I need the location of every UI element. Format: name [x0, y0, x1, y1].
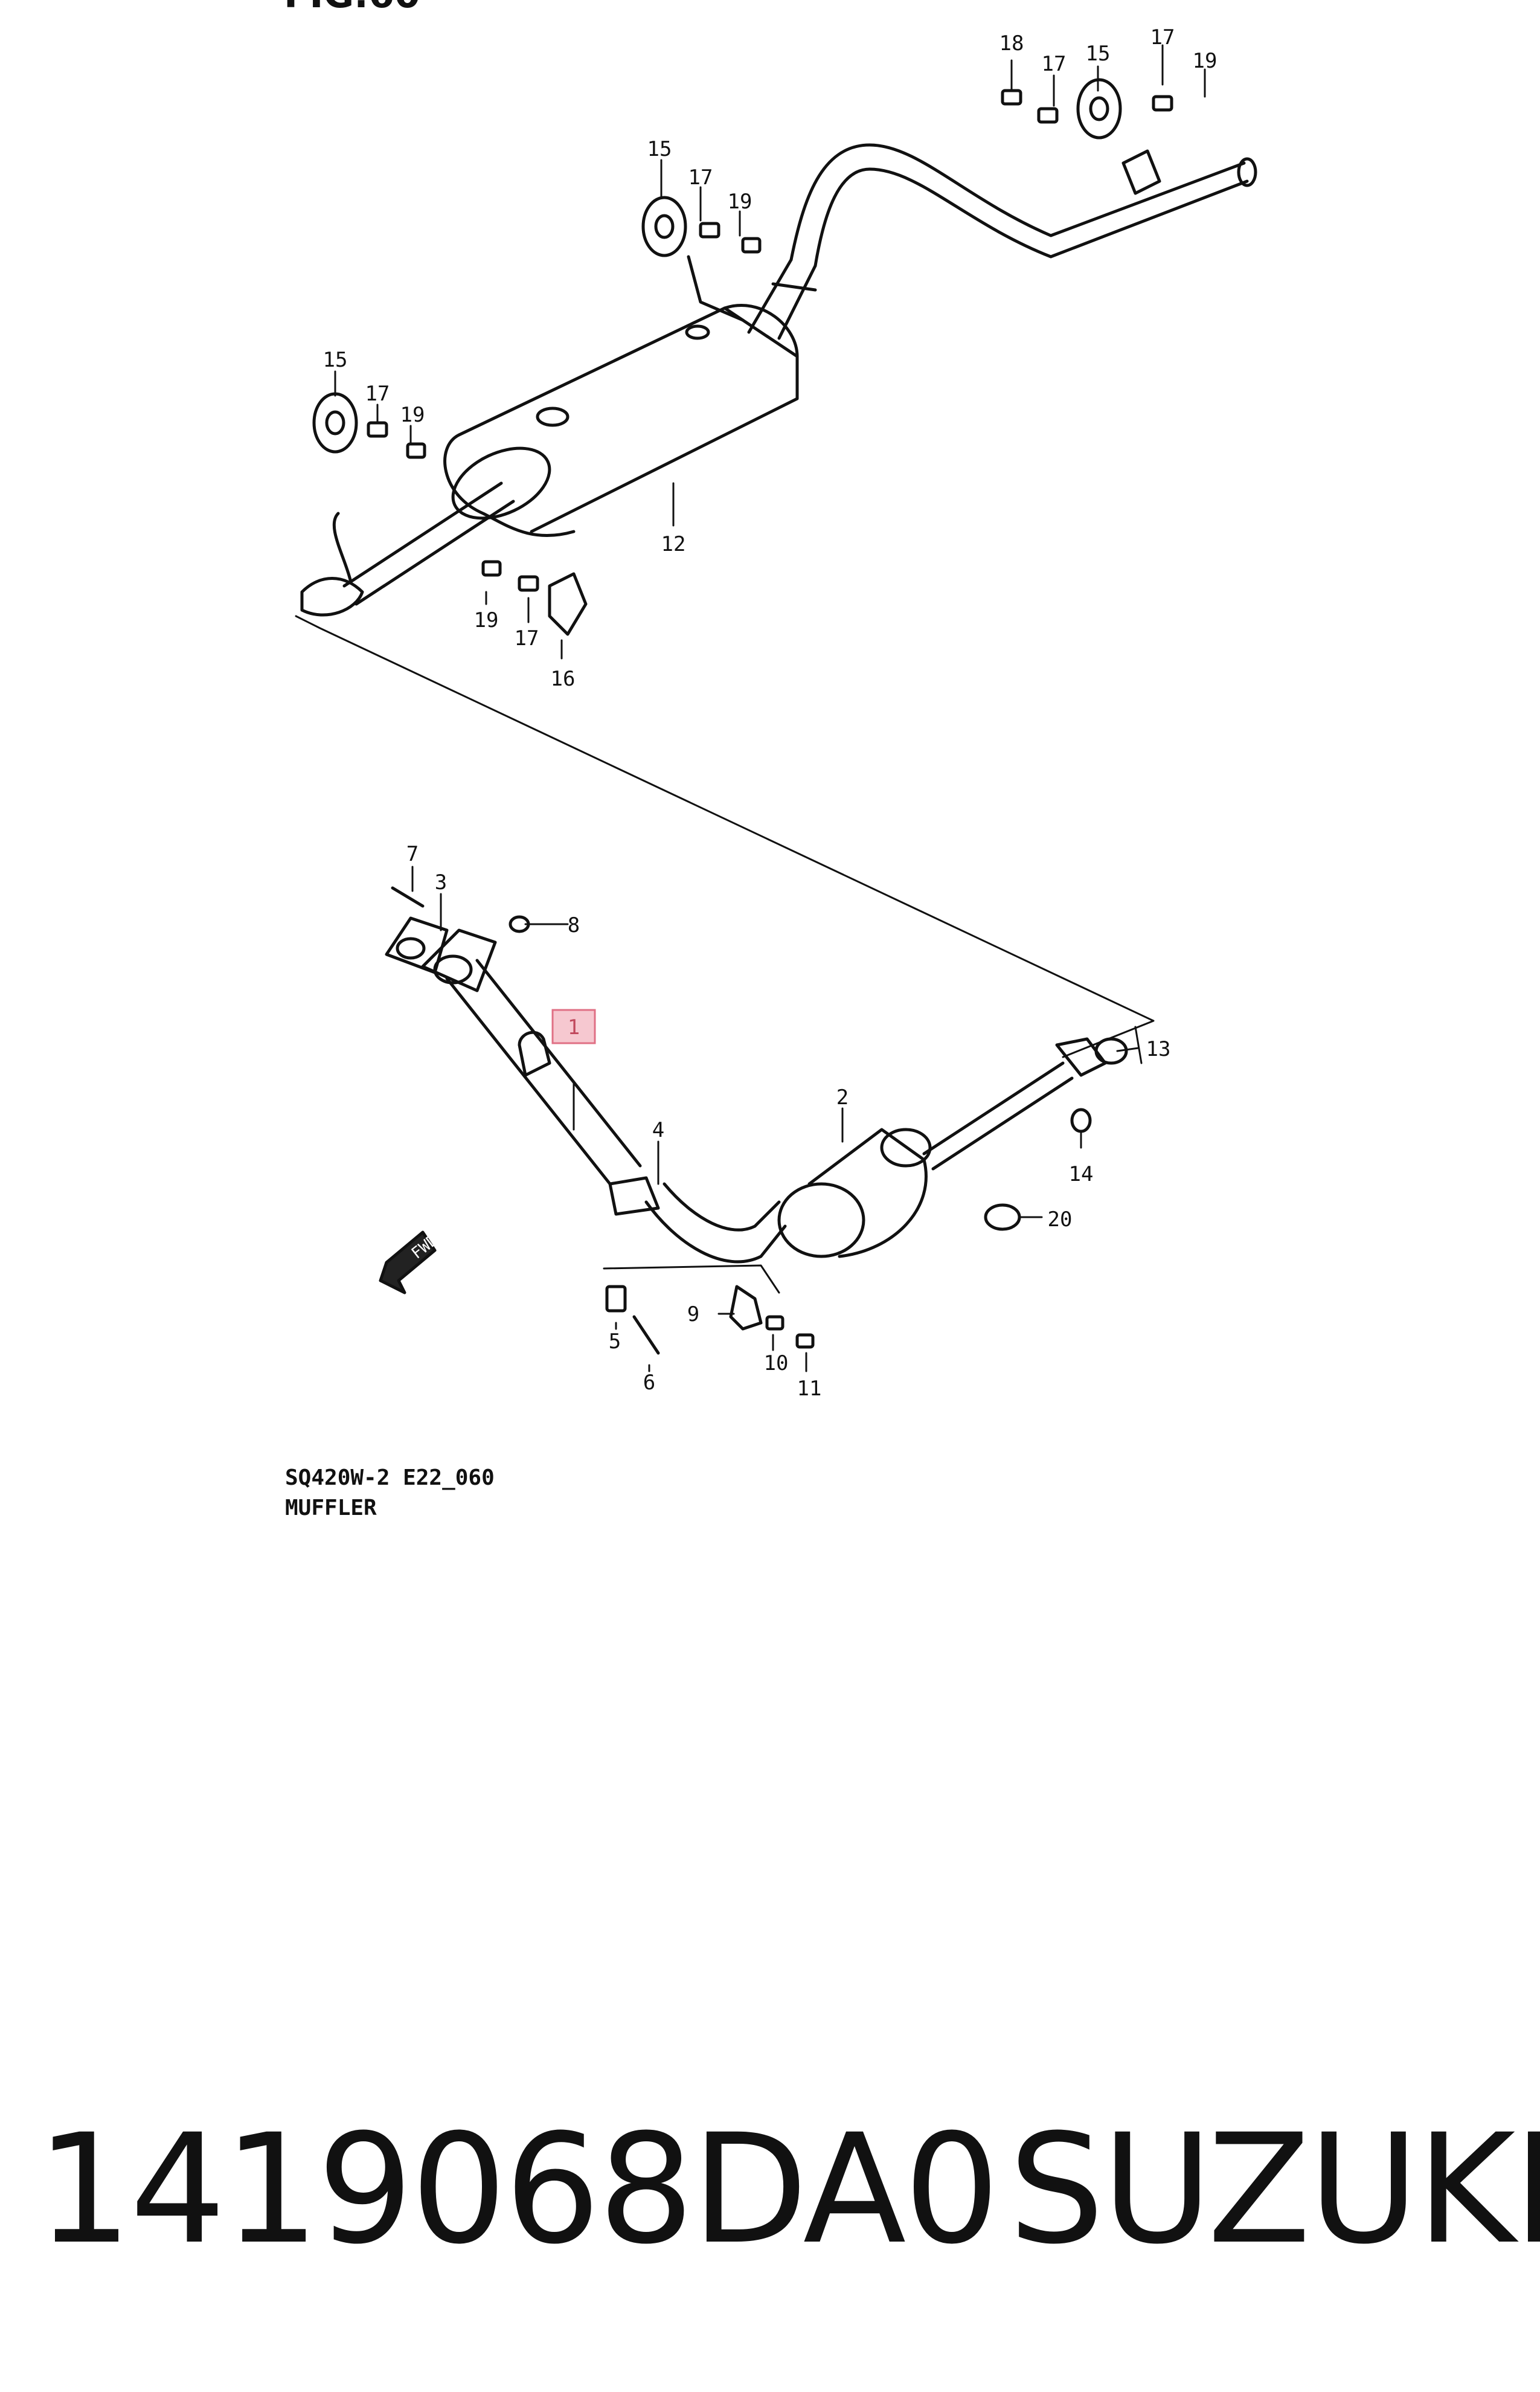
callout-15c: 15	[323, 348, 348, 372]
exploded-parts-diagram: FIG.60 1 2 3 4 5 6 7 8 9 10 11 12 13 14 …	[284, 0, 1257, 1520]
assembly-guide-lines	[295, 615, 1155, 1294]
callout-1: 1	[568, 1015, 580, 1040]
callout-17c: 17	[688, 166, 713, 190]
callout-9: 9	[687, 1302, 699, 1326]
callout-17e: 17	[515, 626, 539, 651]
callout-19c: 19	[400, 403, 425, 427]
callout-8: 8	[568, 913, 580, 937]
brand-name: SUZUKI	[1009, 2101, 1540, 2277]
callout-15a: 15	[1086, 42, 1111, 66]
tail-pipe	[747, 143, 1257, 340]
callout-5: 5	[609, 1329, 621, 1354]
fwd-direction-arrow	[379, 1230, 437, 1294]
part-1-highlight-box	[551, 1009, 596, 1044]
main-muffler	[443, 255, 799, 538]
intermediate-pipe	[300, 481, 515, 617]
callout-18: 18	[999, 31, 1024, 56]
callout-15b: 15	[647, 137, 672, 161]
callout-4: 4	[652, 1118, 664, 1142]
bolts-and-collars	[367, 89, 1173, 1355]
figure-header: FIG.60	[284, 0, 420, 16]
rubber-hanger-mounts	[312, 78, 1122, 454]
footer-band	[0, 1993, 1540, 2392]
callout-17a: 17	[1150, 25, 1175, 50]
callout-19b: 19	[728, 190, 752, 214]
callout-leader-lines	[334, 44, 1206, 1372]
catalytic-converter	[644, 1037, 1128, 1264]
callout-13: 13	[1146, 1037, 1171, 1061]
callout-7: 7	[406, 842, 419, 866]
callout-12: 12	[661, 532, 686, 556]
callout-10: 10	[764, 1351, 789, 1375]
callout-20: 20	[1048, 1207, 1073, 1232]
front-exhaust-pipe	[385, 916, 660, 1216]
callout-16: 16	[551, 667, 576, 691]
callout-3: 3	[435, 870, 447, 895]
part-number: 1419068DA0	[36, 2101, 1000, 2277]
diagram-title-caption: MUFFLER	[285, 1496, 377, 1520]
callout-17b: 17	[1042, 52, 1067, 76]
callout-19d: 19	[474, 608, 499, 632]
callout-17d: 17	[365, 382, 390, 406]
callout-14: 14	[1069, 1162, 1094, 1186]
diagram-code-caption: SQ420W-2 E22_060	[285, 1465, 495, 1490]
callout-6: 6	[643, 1371, 655, 1395]
callout-2: 2	[836, 1085, 849, 1110]
callout-11: 11	[797, 1377, 822, 1401]
callout-labels: 1 2 3 4 5 6 7 8 9 10 11 12 13 14 15 15 1…	[323, 25, 1218, 1401]
callout-19a: 19	[1193, 49, 1218, 73]
